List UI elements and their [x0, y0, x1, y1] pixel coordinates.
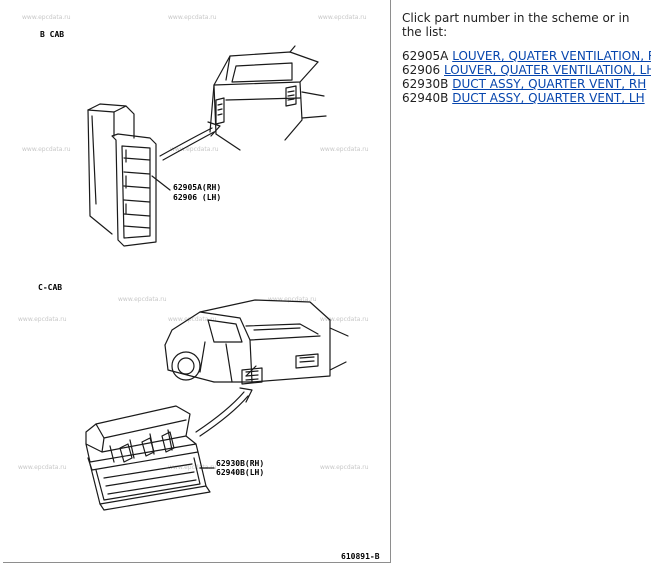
duct-part-illustration — [85, 405, 215, 511]
watermark: www.epcdata.ru — [118, 296, 167, 303]
scheme-frame — [3, 0, 391, 563]
c-cab-arrow — [195, 391, 245, 433]
watermark: www.epcdata.ru — [320, 316, 369, 323]
watermark: www.epcdata.ru — [168, 464, 217, 471]
part-link-62940b[interactable]: DUCT ASSY, QUARTER VENT, LH — [452, 91, 645, 105]
watermark: www.epcdata.ru — [18, 464, 67, 471]
watermark: www.epcdata.ru — [320, 464, 369, 471]
watermark: www.epcdata.ru — [168, 316, 217, 323]
watermark: www.epcdata.ru — [22, 146, 71, 153]
louver-part-illustration — [87, 103, 171, 247]
part-number: 62930B — [402, 77, 449, 91]
b-cab-truck-illustration — [209, 45, 327, 151]
illustration-number: 610891-B — [341, 552, 380, 561]
scheme-code-62906[interactable]: 62906 (LH) — [173, 193, 222, 202]
section-label-c-cab: C-CAB — [38, 283, 63, 292]
part-link-62906[interactable]: LOUVER, QUATER VENTILATION, LH — [444, 63, 651, 77]
part-link-62905a[interactable]: LOUVER, QUATER VENTILATION, RH — [452, 49, 651, 63]
watermark: www.epcdata.ru — [320, 146, 369, 153]
watermark: www.epcdata.ru — [22, 14, 71, 21]
parts-list-row: 62940B DUCT ASSY, QUARTER VENT, LH — [402, 91, 648, 105]
section-label-b-cab: B CAB — [40, 30, 65, 39]
scheme-code-62930b[interactable]: 62930B(RH) — [216, 459, 265, 468]
watermark: www.epcdata.ru — [318, 14, 367, 21]
parts-list-row: 62906 LOUVER, QUATER VENTILATION, LH — [402, 63, 651, 77]
part-number: 62905A — [402, 49, 449, 63]
parts-list-row: 62930B DUCT ASSY, QUARTER VENT, RH — [402, 77, 648, 91]
watermark: www.epcdata.ru — [268, 296, 317, 303]
part-number: 62940B — [402, 91, 449, 105]
scheme-code-62940b[interactable]: 62940B(LH) — [216, 468, 265, 477]
part-number: 62906 — [402, 63, 441, 77]
c-cab-truck-illustration — [164, 299, 349, 385]
parts-list-panel: Click part number in the scheme or in th… — [402, 11, 651, 105]
parts-list-intro: Click part number in the scheme or in th… — [402, 11, 630, 39]
parts-list-row: 62905A LOUVER, QUATER VENTILATION, RH — [402, 49, 651, 63]
watermark: www.epcdata.ru — [170, 146, 219, 153]
watermark: www.epcdata.ru — [18, 316, 67, 323]
watermark: www.epcdata.ru — [168, 14, 217, 21]
scheme-drawing — [85, 45, 349, 511]
b-cab-arrow — [159, 127, 213, 157]
part-link-62930b[interactable]: DUCT ASSY, QUARTER VENT, RH — [452, 77, 647, 91]
parts-scheme: www.epcdata.ru www.epcdata.ru www.epcdat… — [3, 0, 391, 563]
scheme-code-62905a[interactable]: 62905A(RH) — [173, 183, 222, 192]
